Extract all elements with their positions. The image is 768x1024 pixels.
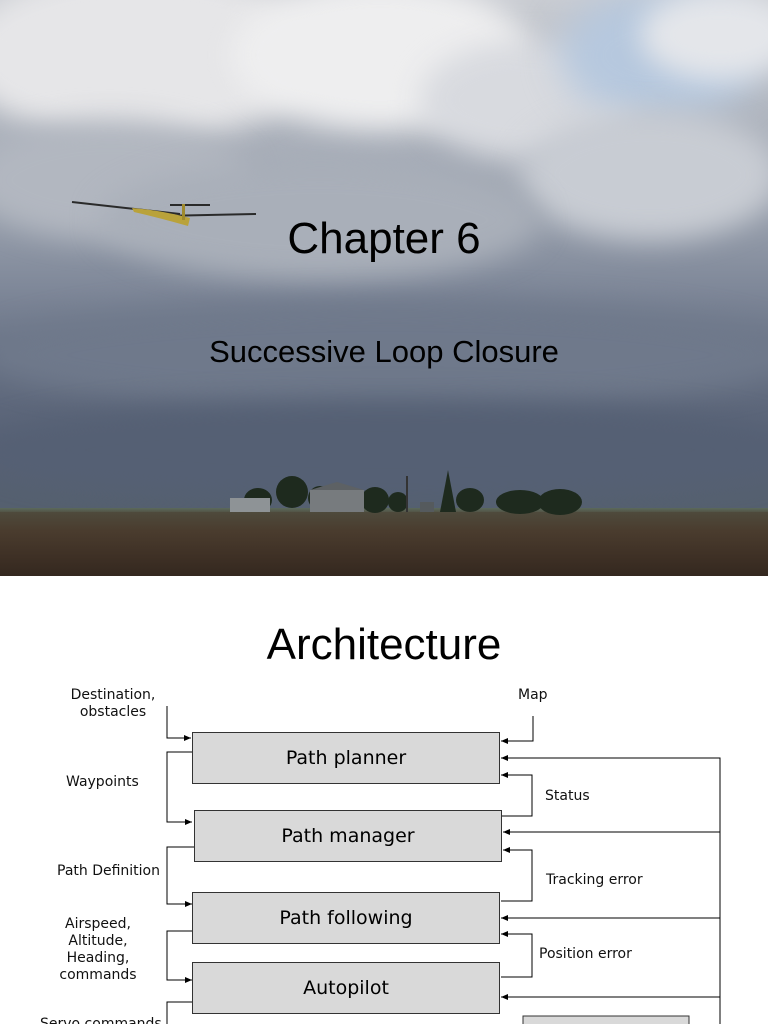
chapter-subtitle: Successive Loop Closure <box>209 334 559 369</box>
path-following-block: Path following <box>192 892 500 944</box>
slide-title: Architecture <box>266 620 502 669</box>
destination-label: Destination, obstacles <box>58 687 168 721</box>
commands-label-line: Airspeed, <box>65 916 131 932</box>
commands-arrow <box>166 930 192 983</box>
commands-label: Airspeed, Altitude, Heading, commands <box>48 916 148 984</box>
destination-label-line: obstacles <box>79 704 147 720</box>
waypoints-arrow <box>166 751 192 825</box>
tracking-error-arrow <box>501 847 533 902</box>
path-definition-label: Path Definition <box>57 863 160 879</box>
destination-label-line: Destination, <box>70 687 156 703</box>
chapter-title: Chapter 6 <box>287 214 481 263</box>
tracking-error-label: Tracking error <box>546 872 643 888</box>
commands-label-line: Heading, <box>66 950 130 966</box>
crop-field <box>0 512 768 576</box>
commands-label-line: Altitude, <box>68 933 128 949</box>
commands-label-line: commands <box>59 967 137 983</box>
status-arrow <box>501 772 533 817</box>
servo-output-line <box>166 1001 192 1024</box>
position-error-label: Position error <box>539 946 632 962</box>
position-error-arrow <box>501 931 533 978</box>
farm-treeline <box>230 470 582 515</box>
glider-aircraft-image <box>71 201 257 226</box>
horizon <box>0 508 768 514</box>
path-planner-block: Path planner <box>192 732 500 784</box>
status-label: Status <box>545 788 590 804</box>
servo-commands-label: Servo commands <box>40 1016 162 1024</box>
map-arrow <box>501 716 534 744</box>
autopilot-block: Autopilot <box>192 962 500 1014</box>
destination-arrow <box>166 706 191 741</box>
path-manager-block: Path manager <box>194 810 502 862</box>
title-slide: Chapter 6 Successive Loop Closure <box>0 0 768 576</box>
cloud-band <box>0 400 768 500</box>
cloud <box>520 110 768 240</box>
cloud-band <box>0 300 768 410</box>
map-label: Map <box>518 687 548 703</box>
path-definition-arrow <box>166 846 194 907</box>
state-feedback-bus <box>501 755 721 1024</box>
partial-block <box>522 1015 690 1024</box>
architecture-diagram-lines <box>166 706 721 1024</box>
architecture-slide: Architecture <box>0 576 768 1024</box>
waypoints-label: Waypoints <box>66 774 139 790</box>
